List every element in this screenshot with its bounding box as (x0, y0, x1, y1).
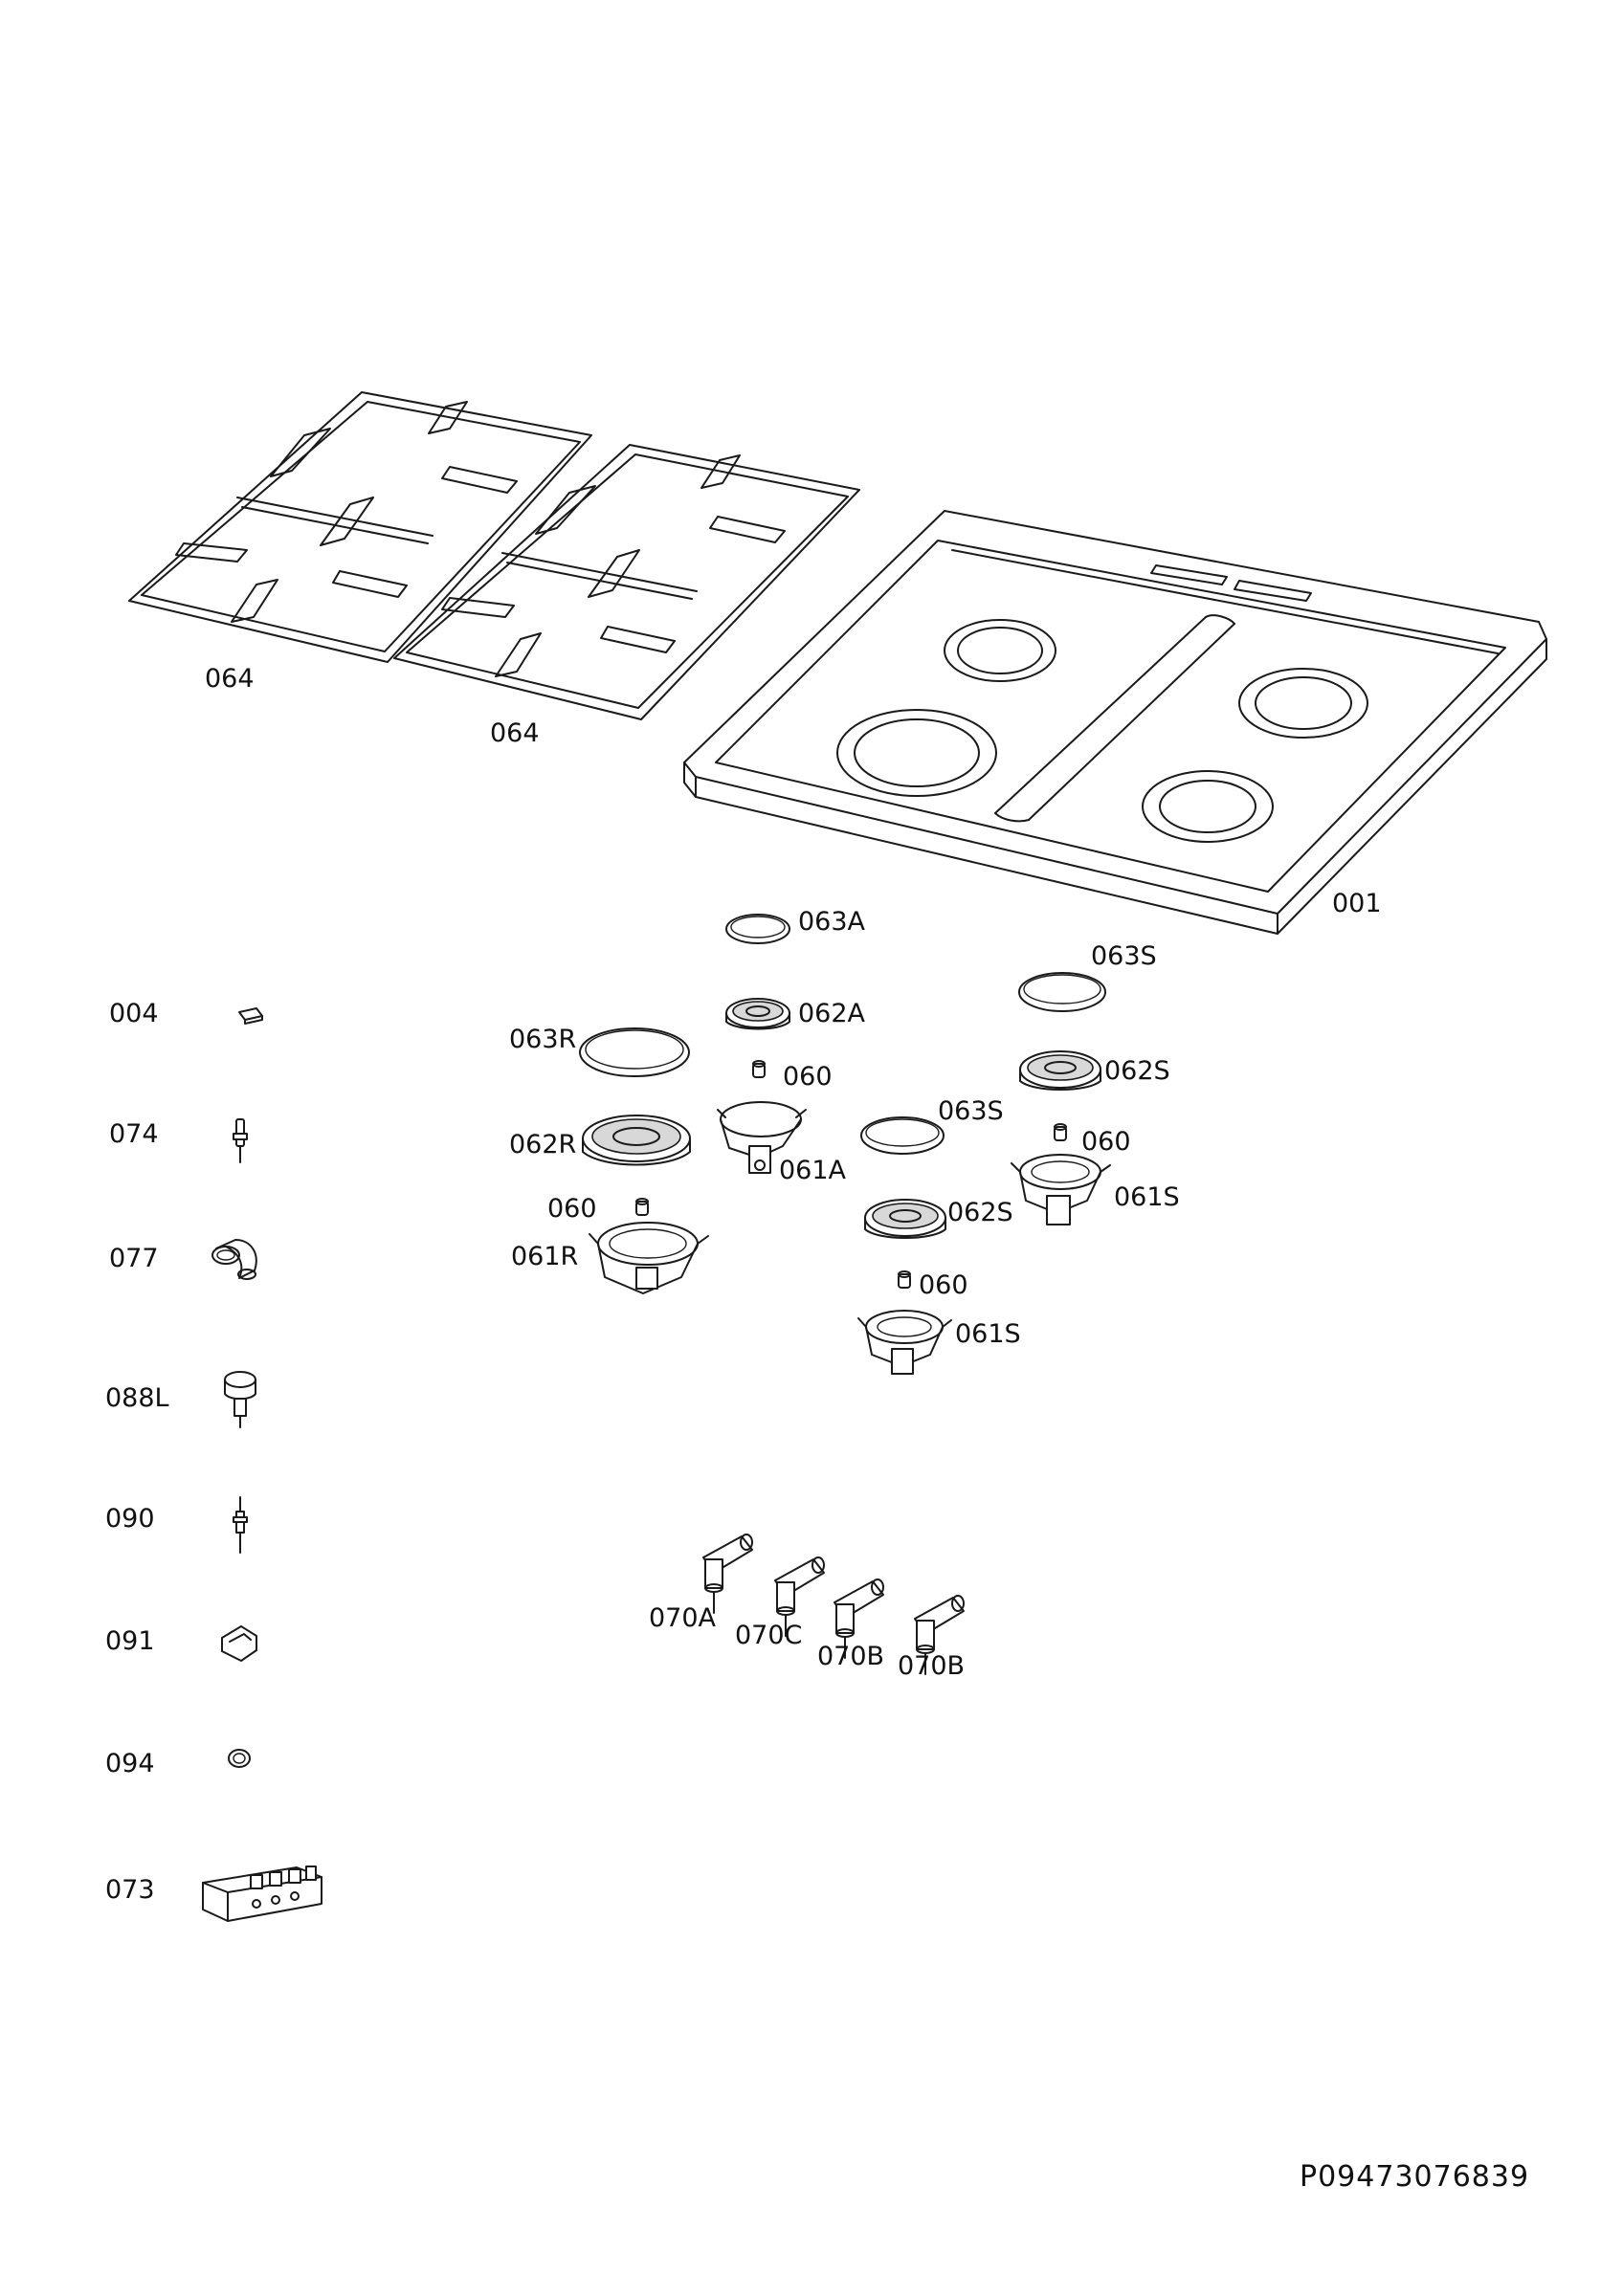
pan-support-grid-right (393, 444, 860, 720)
label-060-A: 060 (783, 1062, 833, 1092)
burner-body-061R (589, 1222, 709, 1294)
label-060-S-top: 060 (1081, 1127, 1131, 1157)
label-070C: 070C (735, 1621, 802, 1650)
bracket-icon (221, 1625, 257, 1662)
injector-060-A (752, 1060, 766, 1078)
burner-body-061A (717, 1101, 807, 1174)
gas-valve-070A (702, 1534, 753, 1614)
pan-support-grid-left (128, 391, 592, 663)
label-side-part: 091 (105, 1626, 155, 1656)
label-063S-mid: 063S (938, 1096, 1004, 1126)
label-side-part: 090 (105, 1504, 155, 1534)
burner-cap-063R (579, 1027, 690, 1077)
label-side-part: 074 (109, 1119, 159, 1149)
label-side-part: 088L (105, 1383, 169, 1413)
document-id: P09473076839 (1300, 2160, 1529, 2194)
label-060-R: 060 (547, 1194, 597, 1224)
burner-crown-062A (725, 998, 790, 1030)
label-063R: 063R (509, 1025, 576, 1054)
label-side-part: 004 (109, 999, 159, 1028)
knob-icon (224, 1371, 256, 1428)
cooktop (683, 510, 1547, 935)
clip-icon (238, 1007, 263, 1025)
burner-crown-062S-top (1019, 1050, 1101, 1091)
label-062R: 062R (509, 1130, 576, 1159)
injector-060-R (635, 1198, 649, 1216)
label-062S-top: 062S (1104, 1056, 1170, 1086)
injector-060-S-mid (898, 1270, 911, 1289)
burner-body-061S-mid (857, 1310, 952, 1375)
label-062S-mid: 062S (947, 1198, 1013, 1227)
burner-crown-062S-mid (864, 1199, 946, 1239)
burner-cap-063A (725, 914, 790, 944)
gas-valve-070B-1 (834, 1578, 884, 1659)
thermocouple-icon (233, 1118, 248, 1163)
burner-crown-062R (582, 1115, 691, 1166)
label-064-right: 064 (490, 718, 540, 748)
label-063S-top: 063S (1091, 941, 1157, 971)
label-064-left: 064 (205, 664, 255, 694)
label-060-S-mid: 060 (919, 1270, 968, 1300)
washer-icon (228, 1749, 251, 1768)
label-070A: 070A (649, 1603, 717, 1633)
ignition-electrode-icon (233, 1496, 248, 1554)
label-061S-mid: 061S (955, 1319, 1021, 1349)
callout-labels: 064 064 001 063A 062A 060 061A 063R 062R… (105, 664, 1529, 2194)
pipe-fitting-icon (211, 1239, 257, 1280)
label-061A: 061A (779, 1156, 847, 1185)
label-side-part: 077 (109, 1244, 159, 1273)
label-061R: 061R (511, 1242, 578, 1271)
ignition-module-icon (202, 1866, 322, 1922)
burner-cap-063S-top (1018, 972, 1106, 1012)
label-070B-2: 070B (898, 1651, 965, 1681)
label-062A: 062A (798, 999, 866, 1028)
gas-valve-070C (774, 1556, 825, 1637)
gas-valve-070B-2 (914, 1595, 965, 1675)
burner-cap-063S-mid (860, 1116, 945, 1155)
label-070B-1: 070B (817, 1642, 884, 1671)
label-063A: 063A (798, 907, 866, 937)
label-side-part: 073 (105, 1875, 155, 1905)
burner-body-061S-top (1011, 1154, 1111, 1225)
injector-060-S-top (1054, 1123, 1067, 1141)
label-001: 001 (1332, 889, 1382, 918)
label-side-part: 094 (105, 1749, 155, 1778)
label-061S-top: 061S (1114, 1182, 1180, 1212)
